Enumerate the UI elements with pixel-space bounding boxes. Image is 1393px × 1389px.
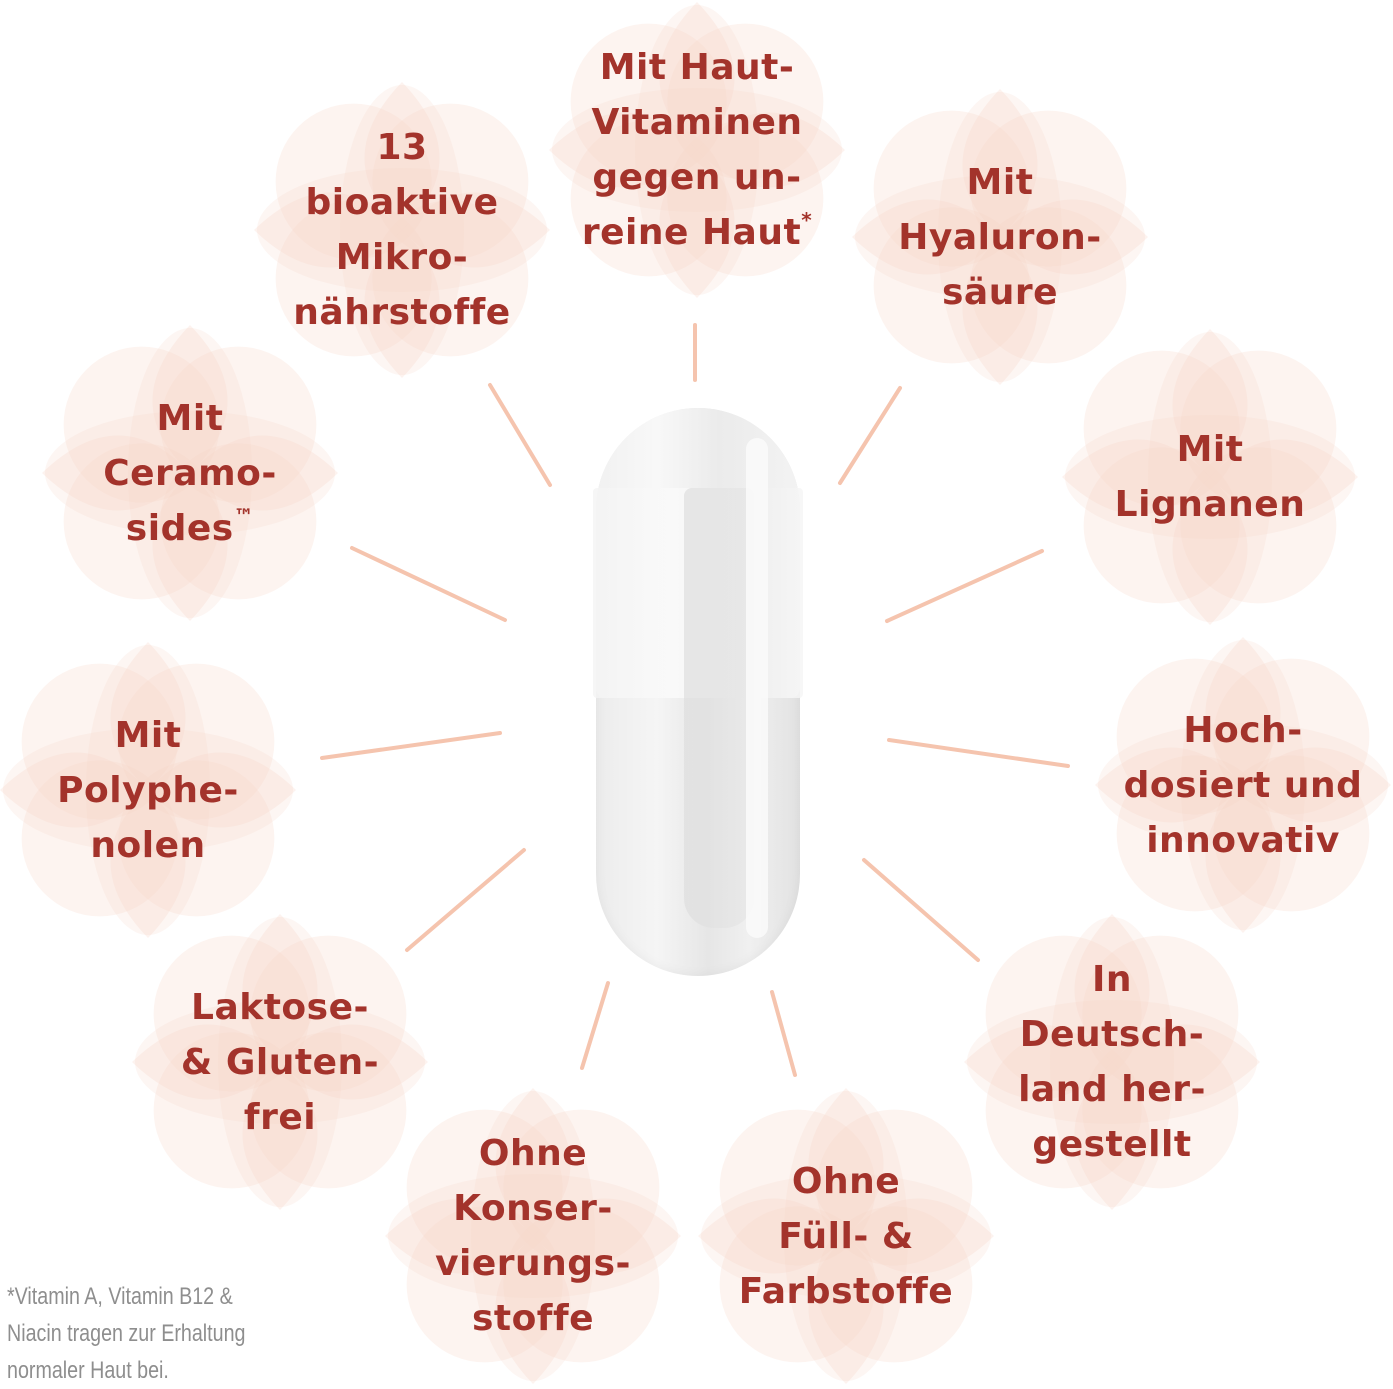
capsule-highlight bbox=[746, 438, 768, 938]
badge-text: Laktose- & Gluten-frei bbox=[130, 912, 430, 1212]
badge-line: In bbox=[1091, 959, 1133, 1000]
badge-line: Mit bbox=[966, 161, 1034, 203]
badge-line: Ohne bbox=[791, 1160, 901, 1202]
flower-icon bbox=[852, 89, 1148, 385]
badge-line: gestellt bbox=[1032, 1124, 1192, 1165]
ray-line bbox=[887, 738, 1070, 768]
badge-line: Polyphe- bbox=[57, 769, 239, 811]
badge-suffix: * bbox=[801, 208, 813, 232]
badge-haut-vitamine: Mit Haut- Vitaminen gegen un-reine Haut* bbox=[547, 0, 847, 300]
badge-line: sides™ bbox=[125, 503, 255, 549]
radiating-lines bbox=[320, 323, 1070, 1077]
flower-icon bbox=[1062, 329, 1358, 625]
footnote-line: *Vitamin A, Vitamin B12 & bbox=[7, 1283, 233, 1310]
badge-text: Hoch-dosiert und innovativ bbox=[1093, 635, 1393, 935]
badge-line: Ohne bbox=[478, 1133, 588, 1174]
ray-line bbox=[405, 848, 526, 952]
badge-line: reine Haut* bbox=[581, 208, 813, 253]
capsule-image bbox=[593, 408, 803, 976]
capsule-inner-shadow bbox=[684, 488, 754, 928]
ray-line bbox=[580, 981, 610, 1070]
badge-line: stoffe bbox=[471, 1298, 595, 1339]
ray-line bbox=[770, 990, 797, 1077]
badge-hochdosiert: Hoch-dosiert und innovativ bbox=[1093, 635, 1393, 935]
footnote: *Vitamin A, Vitamin B12 & Niacin tragen … bbox=[7, 1278, 253, 1389]
badge-line: Hoch- bbox=[1183, 709, 1303, 751]
badge-laktose-gluten-frei: Laktose- & Gluten-frei bbox=[130, 912, 430, 1212]
flower-icon bbox=[42, 325, 338, 621]
badge-line: Lignanen bbox=[1114, 484, 1306, 525]
flower-icon bbox=[385, 1088, 681, 1384]
badge-line: dosiert und bbox=[1123, 764, 1363, 806]
badge-line: nolen bbox=[90, 824, 206, 866]
footnote-line: Niacin tragen zur Erhaltung bbox=[7, 1320, 246, 1347]
badge-line: Mikro- bbox=[335, 237, 469, 278]
badge-line: & Gluten- bbox=[180, 1041, 380, 1083]
badge-line: Mit bbox=[156, 397, 224, 439]
badge-line: gegen un- bbox=[592, 157, 802, 198]
badge-line: Mit Haut- bbox=[599, 47, 795, 88]
badge-line: Deutsch- bbox=[1019, 1014, 1205, 1055]
flower-icon bbox=[1095, 637, 1391, 933]
flower-icon bbox=[964, 914, 1260, 1210]
flower-icon bbox=[549, 2, 845, 298]
badge-line: nährstoffe bbox=[293, 292, 511, 333]
ray-line bbox=[488, 383, 552, 487]
badge-line: säure bbox=[941, 271, 1058, 313]
ray-line bbox=[885, 549, 1044, 623]
ray-line bbox=[350, 546, 507, 622]
ray-line bbox=[320, 731, 502, 760]
badge-line: Mit bbox=[114, 714, 182, 756]
badge-line: Konser- bbox=[453, 1188, 613, 1229]
badge-line: Laktose- bbox=[191, 986, 369, 1028]
flower-icon bbox=[254, 82, 550, 378]
badge-suffix: ™ bbox=[233, 503, 255, 528]
badge-line: land her- bbox=[1018, 1069, 1206, 1110]
badge-line: frei bbox=[243, 1096, 317, 1138]
badge-line: Vitaminen bbox=[591, 102, 803, 143]
flower-icon bbox=[132, 914, 428, 1210]
ray-line bbox=[838, 386, 902, 485]
badge-line: Füll- & bbox=[778, 1215, 914, 1257]
badge-line: Mit bbox=[1176, 429, 1244, 470]
footnote-line: normaler Haut bei. bbox=[7, 1357, 169, 1384]
flower-icon bbox=[0, 642, 296, 938]
badge-text: Mit Haut- Vitaminen gegen un-reine Haut* bbox=[547, 0, 847, 300]
badge-line: Farbstoffe bbox=[738, 1270, 954, 1312]
badge-line: innovativ bbox=[1146, 819, 1340, 861]
badge-line: vierungs- bbox=[435, 1243, 631, 1284]
badge-line: Hyaluron- bbox=[898, 216, 1102, 258]
ray-line bbox=[862, 858, 980, 962]
badge-line: bioaktive bbox=[305, 182, 499, 223]
badge-line: 13 bbox=[376, 127, 428, 168]
badge-line: Ceramo- bbox=[103, 452, 277, 494]
flower-icon bbox=[698, 1088, 994, 1384]
